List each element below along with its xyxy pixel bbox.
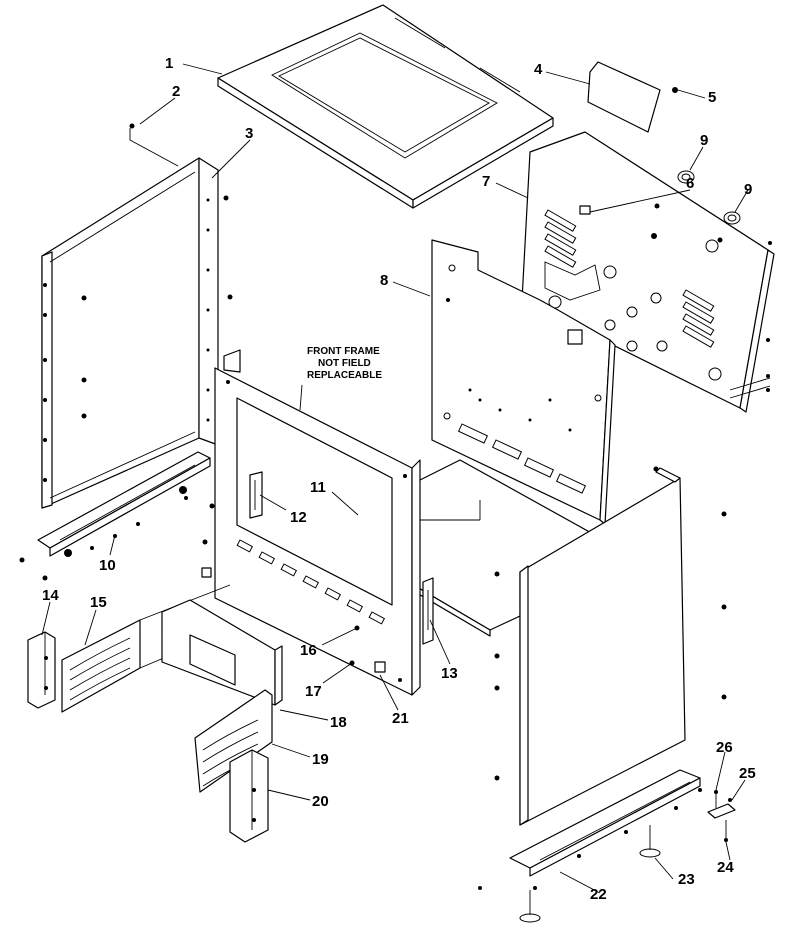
callout-22: 22 bbox=[590, 886, 607, 903]
callout-18: 18 bbox=[330, 714, 347, 731]
part-18-control-trim bbox=[161, 599, 283, 706]
callout-11: 11 bbox=[310, 479, 326, 496]
part-22-right-base-rail bbox=[478, 769, 702, 890]
part-19-trim-panel bbox=[194, 689, 273, 793]
callout-4: 4 bbox=[534, 61, 543, 78]
callout-13: 13 bbox=[441, 665, 458, 682]
part-13-side-bracket bbox=[422, 577, 434, 645]
right-side-panel bbox=[494, 466, 727, 826]
part-12-hinge-bracket bbox=[249, 471, 263, 519]
callout-17: 17 bbox=[305, 683, 322, 700]
callout-9b: 9 bbox=[744, 181, 752, 198]
callout-23: 23 bbox=[678, 871, 695, 888]
callout-8: 8 bbox=[380, 272, 388, 289]
note-line-3: REPLACEABLE bbox=[307, 370, 382, 381]
note-line-1: FRONT FRAME bbox=[307, 346, 380, 357]
callout-21: 21 bbox=[392, 710, 409, 727]
callout-1: 1 bbox=[165, 55, 173, 72]
part-21-clip bbox=[201, 567, 386, 673]
callout-19: 19 bbox=[312, 751, 329, 768]
part-7-rear-panel bbox=[521, 131, 775, 413]
callout-24: 24 bbox=[717, 859, 734, 876]
callout-12: 12 bbox=[290, 509, 307, 526]
leader-lines bbox=[41, 63, 749, 894]
part-4-cover-plate bbox=[587, 61, 661, 133]
callout-16: 16 bbox=[300, 642, 317, 659]
part-9-grommet-b bbox=[723, 211, 741, 225]
part-14-end-cap bbox=[27, 631, 56, 709]
callout-15: 15 bbox=[90, 594, 107, 611]
callout-14: 14 bbox=[42, 587, 59, 604]
callout-5: 5 bbox=[708, 89, 716, 106]
front-frame-note: FRONT FRAME NOT FIELD REPLACEABLE bbox=[307, 346, 382, 381]
part-2-screw bbox=[129, 123, 179, 167]
part-1-top-panel bbox=[217, 4, 554, 209]
callout-20: 20 bbox=[312, 793, 329, 810]
part-6-clip bbox=[579, 205, 591, 215]
callout-3: 3 bbox=[245, 125, 253, 142]
callout-7: 7 bbox=[482, 173, 490, 190]
part-23-leveling-leg bbox=[519, 825, 661, 923]
callout-26: 26 bbox=[716, 739, 733, 756]
part-9-grommet-a bbox=[677, 170, 695, 184]
callout-labels: 1 2 3 4 5 6 7 8 9 9 10 11 12 13 14 15 16… bbox=[42, 55, 756, 903]
callout-25: 25 bbox=[739, 765, 756, 782]
part-20-end-cap bbox=[229, 749, 269, 843]
callout-6: 6 bbox=[686, 175, 694, 192]
note-line-2: NOT FIELD bbox=[318, 358, 371, 369]
callout-10: 10 bbox=[99, 557, 116, 574]
part-24-26-leg-bracket bbox=[707, 790, 736, 842]
part-3-left-side-panel bbox=[41, 157, 233, 509]
callout-2: 2 bbox=[172, 83, 180, 100]
callout-9a: 9 bbox=[700, 132, 708, 149]
part-10-left-base-rail bbox=[19, 451, 211, 581]
part-5-screw bbox=[672, 87, 678, 93]
front-frame bbox=[202, 349, 421, 696]
part-8-inner-rear-panel bbox=[431, 239, 616, 525]
